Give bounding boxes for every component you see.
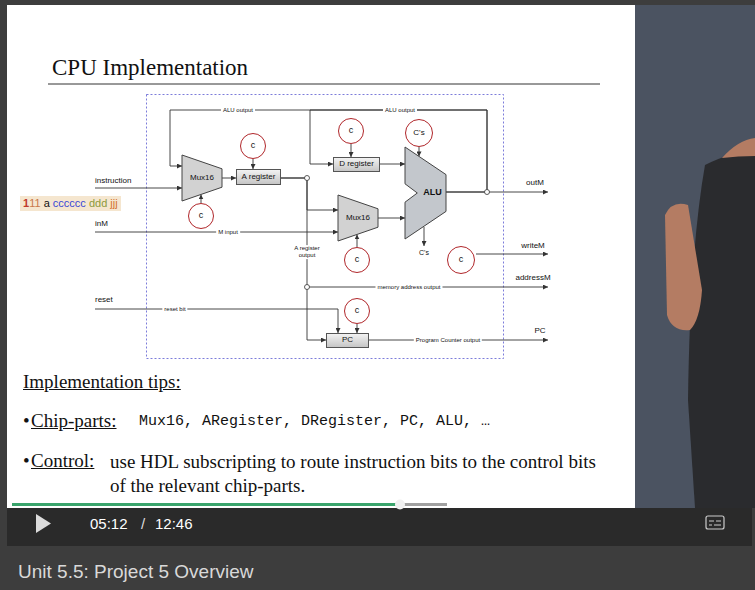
- wire-label: reset bit: [162, 306, 187, 313]
- control-bit-circle: c: [338, 118, 364, 144]
- node-label: Mux16: [346, 214, 370, 223]
- control-bit-circle: c: [188, 203, 214, 229]
- presenter-shirt: [688, 152, 755, 508]
- output-pin-name: PC: [534, 326, 545, 335]
- signal-wire: [253, 159, 254, 169]
- signal-wire: [419, 147, 420, 156]
- instruction-wire: [95, 188, 182, 189]
- wire-label: ALU output: [221, 107, 255, 114]
- shape-fill: [182, 155, 222, 201]
- slide-title: CPU Implementation: [52, 55, 248, 81]
- node-label: C's: [413, 129, 424, 138]
- output-pin-name: outM: [526, 178, 544, 187]
- connector-layer: [170, 110, 487, 340]
- cpu-boundary: [147, 95, 504, 359]
- signal-wire: [378, 218, 405, 219]
- signal-wire: [351, 144, 352, 157]
- junction-dot: [305, 176, 310, 181]
- signal-wire: [281, 178, 338, 210]
- alu-flags-wire: [424, 227, 425, 246]
- signal-wire: [357, 324, 358, 333]
- node-label: c: [199, 211, 204, 221]
- control-bit-circle: c: [447, 246, 475, 274]
- tips-heading: Implementation tips:: [23, 371, 181, 393]
- control-bit-circle: c: [240, 133, 266, 159]
- register-box: A register: [236, 169, 281, 185]
- wire-label: M input: [216, 229, 240, 236]
- wire-label: A register output: [285, 245, 329, 259]
- input-pin-name: inM: [95, 219, 108, 228]
- shape-fill: [338, 195, 378, 241]
- bullet: •: [23, 410, 30, 432]
- node-label: Mux16: [190, 174, 214, 183]
- time-current: 05:12: [90, 515, 128, 532]
- progress-buffered: [400, 503, 447, 506]
- time-separator: /: [141, 515, 145, 532]
- output-pin-name: writeM: [521, 241, 545, 250]
- control-bit-circle: C's: [405, 119, 433, 147]
- control-bit-circle: c: [344, 247, 370, 273]
- tip-keyword: Control:: [31, 450, 94, 472]
- mux-symbol: Mux16: [182, 155, 222, 201]
- control-bar: [7, 508, 752, 546]
- signal-wire: [201, 194, 202, 203]
- node-label: D register: [339, 160, 374, 169]
- input-pin-name: reset: [95, 295, 113, 304]
- wire-label: ALU output: [383, 107, 417, 114]
- node-label: c: [349, 126, 354, 136]
- unit-title: Unit 5.5: Project 5 Overview: [18, 561, 253, 583]
- tip-text: use HDL subscripting to route instructio…: [110, 450, 615, 498]
- presenter-backdrop: [635, 5, 755, 508]
- node-label: c: [459, 255, 464, 265]
- alu-symbol: ALU: [405, 147, 446, 239]
- wire-label: Program Counter output: [414, 337, 482, 344]
- signal-wire: [357, 234, 358, 247]
- output-pin-name: addressM: [515, 273, 550, 282]
- title-rule: [48, 84, 600, 85]
- tip-code: Mux16, ARegister, DRegister, PC, ALU, …: [139, 413, 490, 430]
- slide: [7, 5, 635, 508]
- control-bit-circle: c: [344, 298, 370, 324]
- reset-wire: [95, 309, 338, 333]
- bullet: •: [23, 450, 30, 472]
- node-label: PC: [342, 336, 353, 345]
- signal-name: C's: [419, 249, 429, 257]
- junction-dot: [305, 285, 310, 290]
- progress-played: [12, 503, 400, 506]
- progress-knob: [395, 500, 405, 510]
- signal-wire: [310, 110, 487, 192]
- node-label: c: [355, 306, 360, 316]
- node-label: A register: [242, 173, 276, 182]
- instruction-format: 111 a cccccc ddd jjj: [20, 196, 121, 211]
- register-box: D register: [333, 157, 380, 172]
- time-total: 12:46: [155, 515, 193, 532]
- signal-wire: [222, 178, 236, 179]
- tip-keyword: Chip-parts:: [31, 410, 117, 432]
- captions-icon-lines: [709, 521, 721, 525]
- signal-wire: [281, 178, 326, 340]
- presenter-arm: [665, 204, 702, 330]
- play-icon: [36, 514, 51, 533]
- node-label: c: [251, 141, 256, 151]
- pc-box: PC: [326, 333, 369, 348]
- shape-fill: [405, 147, 446, 239]
- captions-icon: [706, 516, 724, 529]
- wire-label: memory address output: [375, 284, 442, 291]
- mux-symbol: Mux16: [338, 195, 378, 241]
- writem-wire: [476, 254, 548, 255]
- signal-wire: [380, 164, 405, 165]
- junction-dot: [485, 190, 490, 195]
- node-label: ALU: [423, 188, 442, 198]
- outm-wire: [487, 192, 548, 193]
- presenter-neck: [722, 138, 755, 158]
- junction-layer: [305, 176, 490, 290]
- input-pin-name: instruction: [95, 176, 131, 185]
- node-label: c: [355, 255, 360, 265]
